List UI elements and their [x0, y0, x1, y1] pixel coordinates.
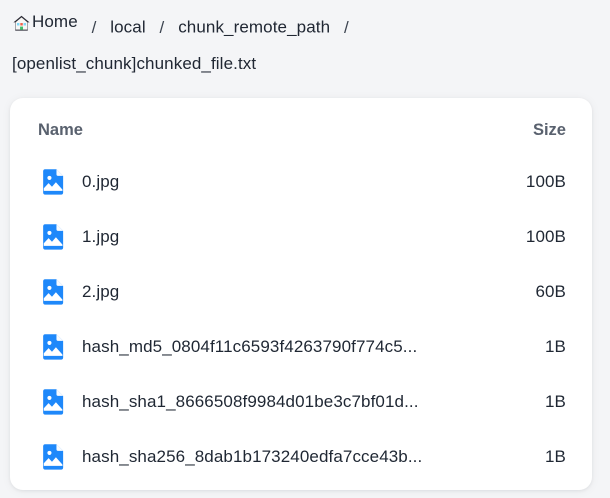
file-name: 2.jpg [82, 281, 120, 301]
file-list: 0.jpg 100B 1.jpg 100B [10, 154, 592, 484]
file-entry[interactable]: 0.jpg [38, 167, 526, 197]
image-file-icon [38, 387, 68, 417]
file-size: 1B [545, 391, 566, 411]
breadcrumb-item-local[interactable]: local [110, 17, 146, 37]
file-size: 60B [535, 281, 566, 301]
table-row[interactable]: hash_sha1_8666508f9984d01be3c7bf01d... 1… [10, 374, 592, 429]
breadcrumb-separator: / [344, 17, 349, 37]
file-name: 0.jpg [82, 171, 120, 191]
breadcrumb-item-home[interactable]: Home [12, 7, 78, 37]
table-row[interactable]: hash_sha256_8dab1b173240edfa7cce43b... 1… [10, 429, 592, 484]
file-entry[interactable]: hash_sha1_8666508f9984d01be3c7bf01d... [38, 387, 545, 417]
file-entry[interactable]: hash_sha256_8dab1b173240edfa7cce43b... [38, 442, 545, 472]
image-file-icon [38, 277, 68, 307]
table-header-row: Name Size [10, 106, 592, 154]
home-icon [12, 13, 31, 32]
breadcrumb-separator: / [159, 17, 165, 37]
file-entry[interactable]: hash_md5_0804f11c6593f4263790f774c5... [38, 332, 545, 362]
file-size: 100B [525, 171, 566, 191]
file-name: hash_sha256_8dab1b173240edfa7cce43b... [82, 446, 423, 466]
breadcrumb-label-home: Home [32, 12, 78, 31]
table-row[interactable]: 2.jpg 60B [10, 264, 592, 319]
file-size: 1B [545, 446, 566, 466]
file-entry[interactable]: 2.jpg [38, 277, 535, 307]
breadcrumb-item-chunk-remote-path[interactable]: chunk_remote_path [178, 17, 331, 37]
image-file-icon [38, 332, 68, 362]
image-file-icon [38, 222, 68, 252]
breadcrumb: Home / local / chunk_remote_path / [open… [0, 0, 610, 79]
file-list-card: Name Size 0.jpg 100B [10, 98, 592, 490]
column-header-size[interactable]: Size [532, 120, 566, 139]
file-name: hash_md5_0804f11c6593f4263790f774c5... [82, 336, 418, 356]
image-file-icon [38, 167, 68, 197]
file-size: 100B [525, 226, 566, 246]
image-file-icon [38, 442, 68, 472]
file-entry[interactable]: 1.jpg [38, 222, 526, 252]
file-name: hash_sha1_8666508f9984d01be3c7bf01d... [82, 391, 419, 411]
breadcrumb-separator: / [91, 17, 97, 37]
table-row[interactable]: 1.jpg 100B [10, 209, 592, 264]
breadcrumb-current-item: [openlist_chunk]chunked_file.txt [12, 53, 257, 73]
file-size: 1B [545, 336, 566, 356]
file-name: 1.jpg [82, 226, 120, 246]
table-row[interactable]: 0.jpg 100B [10, 154, 592, 209]
column-header-name[interactable]: Name [38, 120, 83, 139]
table-row[interactable]: hash_md5_0804f11c6593f4263790f774c5... 1… [10, 319, 592, 374]
